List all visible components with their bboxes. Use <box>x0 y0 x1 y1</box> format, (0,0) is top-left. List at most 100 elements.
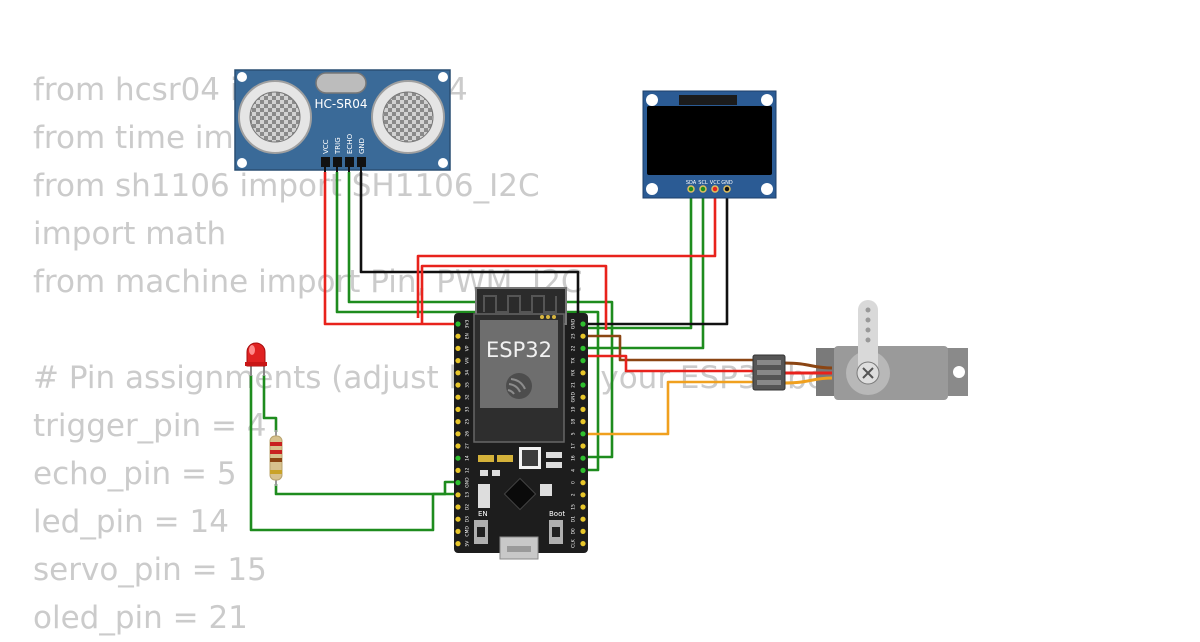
esp32-pin-label: D1 <box>571 516 577 522</box>
wire-power-loop[interactable] <box>420 264 608 330</box>
esp32-pin-left[interactable] <box>455 321 461 327</box>
wire-sensor-trig[interactable] <box>335 172 600 472</box>
esp32-pin-right[interactable] <box>580 431 586 437</box>
sensor-pin-label: TRIG <box>334 137 342 155</box>
esp32-pin-right[interactable] <box>580 406 586 412</box>
esp32-pin-label: D3 <box>465 516 471 522</box>
boot-button-label: Boot <box>549 510 565 518</box>
esp32-pin-right[interactable] <box>580 541 586 547</box>
espressif-logo-icon <box>506 373 532 399</box>
esp32-pin-left[interactable] <box>455 345 461 351</box>
en-button-label: EN <box>478 510 488 518</box>
esp32-pin-left[interactable] <box>455 467 461 473</box>
esp32-pin-right[interactable] <box>580 345 586 351</box>
esp32-pin-label: 33 <box>465 406 471 412</box>
esp32-pin-label: 16 <box>571 455 577 461</box>
esp32-pin-right[interactable] <box>580 443 586 449</box>
esp32-pin-left[interactable] <box>455 370 461 376</box>
esp32-pin-label: 21 <box>571 382 577 388</box>
esp32-pin-label: 34 <box>465 370 471 376</box>
sensor-model-label: HC-SR04 <box>315 97 368 111</box>
sensor-pin-label: VCC <box>322 139 330 154</box>
oled-pin-label: SDA <box>686 180 697 186</box>
esp32-pin-left[interactable] <box>455 455 461 461</box>
wire-servo-vcc[interactable] <box>583 354 757 373</box>
esp32-pin-label: 19 <box>571 406 577 412</box>
esp32-pin-label: 25 <box>465 419 471 425</box>
esp32-pin-left[interactable] <box>455 516 461 522</box>
esp32-pin-label: 13 <box>465 492 471 498</box>
oled-display[interactable]: SDA SCL VCC GND <box>642 90 777 199</box>
esp32-pin-label: GND <box>571 392 577 403</box>
esp32-pin-left[interactable] <box>455 480 461 486</box>
esp32-pin-left[interactable] <box>455 541 461 547</box>
esp32-pin-right[interactable] <box>580 504 586 510</box>
esp32-pin-right[interactable] <box>580 321 586 327</box>
esp32-pin-right[interactable] <box>580 455 586 461</box>
esp32-pin-label: TX <box>571 358 577 365</box>
esp32-board[interactable]: ESP32 EN Boot 3V3ENVPVN34353233252627141… <box>454 287 588 560</box>
oled-pin-label: SCL <box>698 180 708 186</box>
servo-motor[interactable] <box>752 300 968 400</box>
resistor[interactable] <box>269 430 283 486</box>
esp32-pin-label: 23 <box>571 333 577 339</box>
esp32-pin-label: 17 <box>571 443 577 449</box>
esp32-pin-left[interactable] <box>455 431 461 437</box>
esp32-pin-left[interactable] <box>455 504 461 510</box>
wire-led-cathode[interactable] <box>249 375 458 532</box>
esp32-pin-label: 2 <box>571 493 577 496</box>
esp32-pin-right[interactable] <box>580 358 586 364</box>
wire-servo-signal[interactable] <box>583 380 757 436</box>
esp32-pin-left[interactable] <box>455 333 461 339</box>
esp32-pin-right[interactable] <box>580 370 586 376</box>
code-line: import math <box>33 216 227 252</box>
esp32-pin-right[interactable] <box>580 394 586 400</box>
sensor-pin-label: GND <box>358 138 366 154</box>
esp32-pin-label: VN <box>465 357 471 363</box>
esp32-pin-right[interactable] <box>580 516 586 522</box>
wire-servo-gnd[interactable] <box>583 334 757 362</box>
led[interactable] <box>245 342 267 376</box>
esp32-pin-right[interactable] <box>580 419 586 425</box>
sensor-pin-label: ECHO <box>346 133 354 154</box>
esp32-pin-right[interactable] <box>580 382 586 388</box>
wire-oled-scl[interactable] <box>583 188 705 350</box>
esp32-pin-right[interactable] <box>580 528 586 535</box>
esp32-pin-left[interactable] <box>455 419 461 425</box>
esp32-pin-headers: 3V3ENVPVN343532332526271412GND13D2D3CMD5… <box>455 318 586 548</box>
ultrasonic-sensor[interactable]: HC-SR04 VCC TRIG ECHO GND <box>234 69 451 172</box>
esp32-pin-label: 14 <box>465 455 471 461</box>
esp32-pin-label: 26 <box>465 431 471 437</box>
esp32-pin-left[interactable] <box>455 382 461 388</box>
esp32-pin-right[interactable] <box>580 480 586 486</box>
esp32-pin-left[interactable] <box>455 528 461 535</box>
esp32-pin-label: 32 <box>465 394 471 400</box>
code-line: from machine import Pin, PWM, I2C <box>33 264 583 300</box>
wire-resistor-to-gnd[interactable] <box>274 480 458 496</box>
wire-led-anode[interactable] <box>262 375 278 432</box>
esp32-pin-left[interactable] <box>455 358 461 364</box>
esp32-pin-label: VP <box>465 345 471 351</box>
esp32-pin-left[interactable] <box>455 443 461 449</box>
wire-oled-sda[interactable] <box>583 188 693 330</box>
esp32-pin-label: 35 <box>465 382 471 388</box>
wire-oled-vcc[interactable] <box>416 188 717 318</box>
esp32-pin-left[interactable] <box>455 394 461 400</box>
esp32-pin-label: 22 <box>571 345 577 351</box>
esp32-pin-right[interactable] <box>580 467 586 473</box>
esp32-pin-label: D0 <box>571 528 577 534</box>
esp32-pin-left[interactable] <box>455 492 461 498</box>
esp32-pin-right[interactable] <box>580 333 586 339</box>
esp32-pin-label: 15 <box>571 504 577 510</box>
esp32-pin-left[interactable] <box>455 406 461 412</box>
esp32-pin-label: D2 <box>465 504 471 510</box>
esp32-pin-label: 0 <box>571 481 577 484</box>
wire-sensor-echo[interactable] <box>347 172 614 459</box>
esp32-pin-label: EN <box>465 333 471 339</box>
wire-oled-gnd[interactable] <box>583 188 729 326</box>
esp32-pin-right[interactable] <box>580 492 586 498</box>
code-line: servo_pin = 15 <box>33 552 267 588</box>
wire-sensor-vcc[interactable] <box>323 172 458 326</box>
esp32-pin-label: 4 <box>571 469 577 472</box>
